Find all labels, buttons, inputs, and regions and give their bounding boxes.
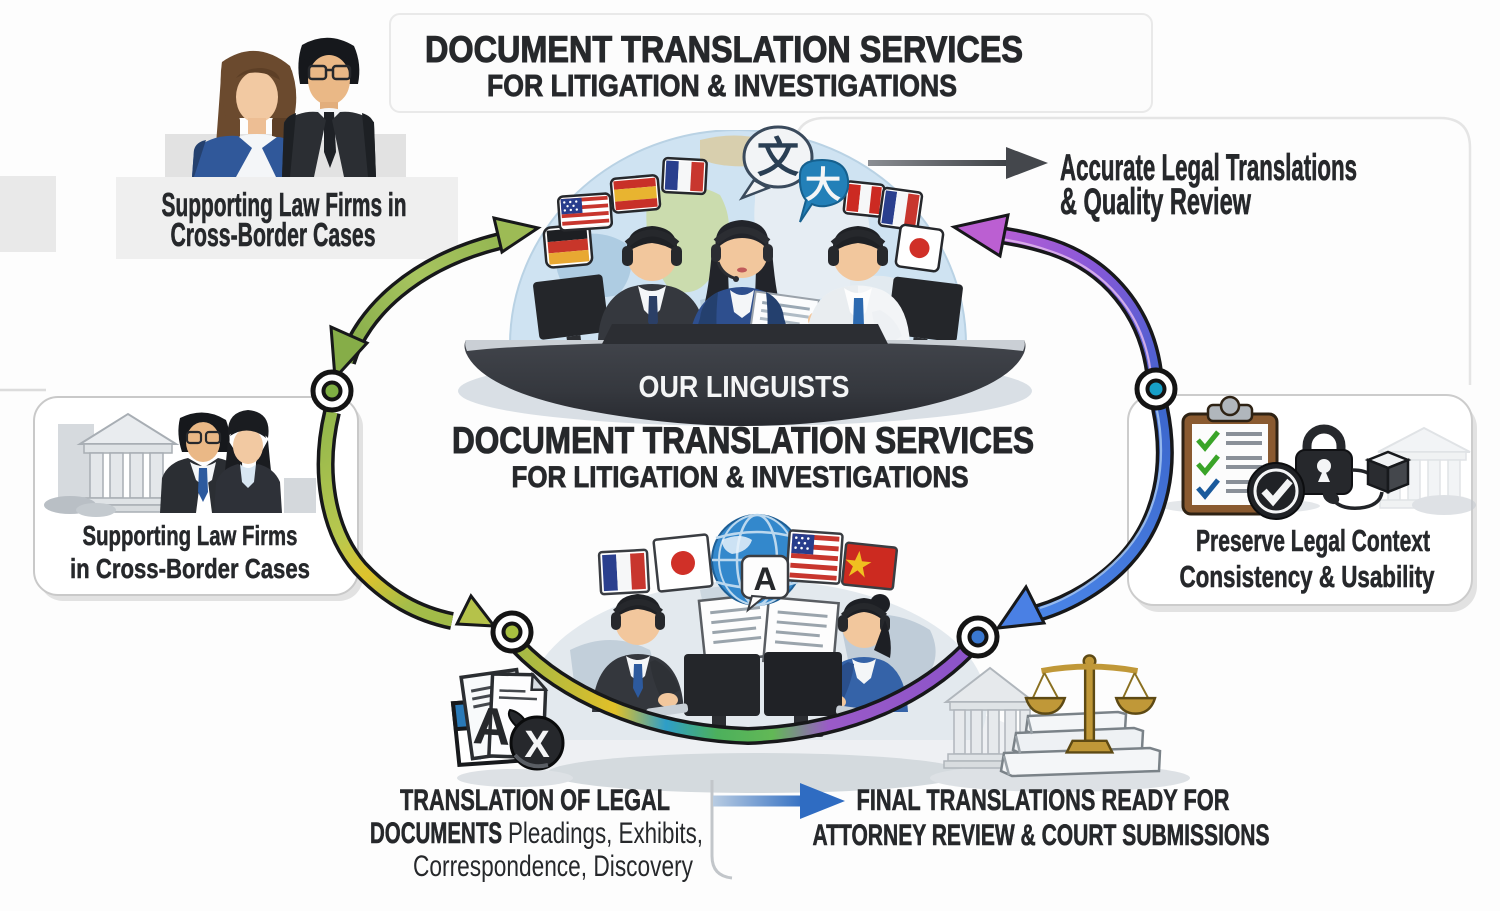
svg-text:文: 文 [757,134,799,181]
svg-text:Supporting Law Firms: Supporting Law Firms [83,520,298,551]
svg-text:大: 大 [805,164,841,205]
svg-text:FOR LITIGATION & INVESTIGATION: FOR LITIGATION & INVESTIGATIONS [512,461,969,494]
svg-text:TRANSLATION OF LEGAL: TRANSLATION OF LEGAL [400,784,670,817]
svg-text:Correspondence, Discovery: Correspondence, Discovery [413,850,693,883]
svg-text:X: X [524,724,550,766]
svg-text:Pleadings, Exhibits,: Pleadings, Exhibits, [508,817,703,850]
svg-text:Supporting Law Firms in: Supporting Law Firms in [162,186,407,223]
svg-text:& Quality Review: & Quality Review [1060,181,1251,222]
svg-text:DOCUMENT TRANSLATION SERVICES: DOCUMENT TRANSLATION SERVICES [452,420,1034,461]
svg-text:FOR LITIGATION & INVESTIGATION: FOR LITIGATION & INVESTIGATIONS [487,68,957,103]
svg-text:A: A [753,561,776,597]
svg-text:in Cross-Border Cases: in Cross-Border Cases [70,553,310,584]
svg-text:Cross-Border Cases: Cross-Border Cases [171,216,376,253]
svg-text:ATTORNEY REVIEW & COURT SUBMIS: ATTORNEY REVIEW & COURT SUBMISSIONS [813,819,1270,852]
svg-text:OUR LINGUISTS: OUR LINGUISTS [639,369,850,404]
svg-text:Consistency & Usability: Consistency & Usability [1180,559,1436,594]
svg-text:FINAL TRANSLATIONS READY FOR: FINAL TRANSLATIONS READY FOR [857,784,1230,817]
svg-text:Accurate Legal Translations: Accurate Legal Translations [1060,147,1357,188]
svg-text:Preserve Legal Context: Preserve Legal Context [1196,523,1430,558]
svg-text:A: A [472,697,513,757]
svg-text:DOCUMENT TRANSLATION SERVICES: DOCUMENT TRANSLATION SERVICES [425,29,1023,70]
svg-text:DOCUMENTS: DOCUMENTS [370,817,502,850]
